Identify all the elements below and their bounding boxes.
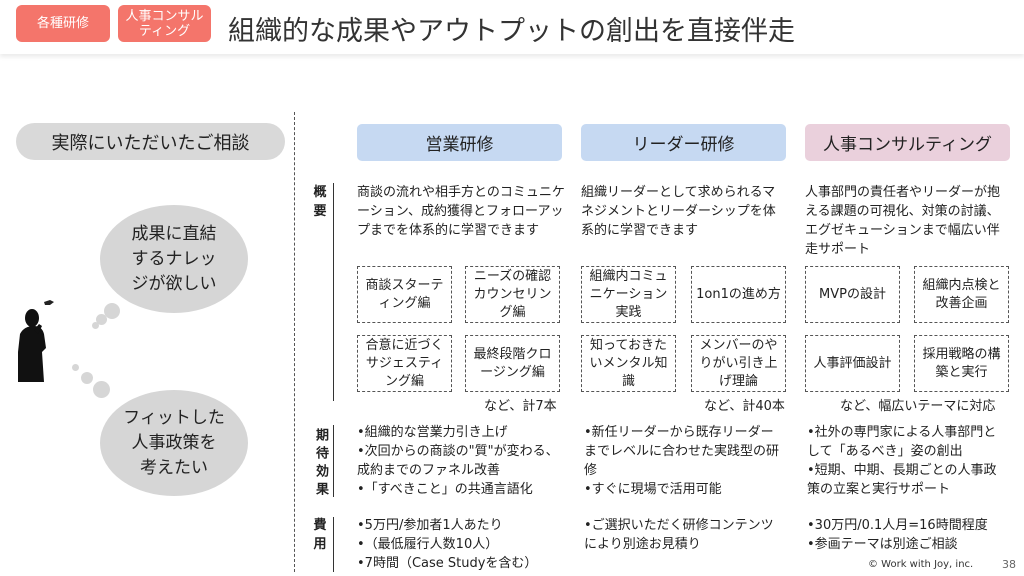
label-char: 費 [313, 518, 327, 533]
course-count-note: など、幅広いテーマに対応 [840, 399, 996, 414]
section-divider [294, 112, 295, 572]
effect-item: •すぐに現場で活用可能 [584, 482, 722, 497]
thought-bubble-dot [104, 303, 120, 319]
overview-text: 組織リーダーとして求められるマネジメントとリーダーシップを体系的に学習できます [581, 185, 776, 238]
effect-item: •社外の専門家による人事部門として「あるべき」姿の創出 [807, 425, 997, 459]
course-box: 人事評価設計 [805, 335, 900, 392]
label-char: 要 [313, 204, 327, 219]
thought-cloud-hr-policy: フィットした 人事政策を 考えたい [100, 390, 248, 496]
course-box: ニーズの確認カウンセリング編 [465, 266, 560, 323]
label-char: 用 [313, 537, 327, 552]
thought-cloud-knowledge: 成果に直結 するナレッ ジが欲しい [100, 205, 248, 313]
course-box: 合意に近づくサジェスティング編 [357, 335, 452, 392]
row-line-overview [333, 183, 334, 401]
course-box: 組織内点検と改善企画 [914, 266, 1009, 323]
cost-item: •5万円/参加者1人あたり [357, 518, 503, 533]
effect-item: •組織的な営業力引き上げ [357, 425, 508, 440]
row-label-cost: 費用 [312, 516, 328, 554]
column-header-leader-training: リーダー研修 [581, 124, 786, 161]
cost-item: •ご選択いただく研修コンテンツにより別途お見積り [584, 518, 774, 552]
row-line-cost [333, 517, 334, 572]
effect-item: •次回からの商談の"質"が変わる、成約までのファネル改善 [357, 444, 559, 478]
thought-line: ジが欲しい [131, 273, 217, 294]
thought-bubble-dot [92, 322, 99, 329]
cost-item: •参画テーマは別途ご相談 [807, 537, 958, 552]
course-box: 採用戦略の構築と実行 [914, 335, 1009, 392]
course-box: 1on1の進め方 [691, 266, 786, 323]
cost-item: •7時間（Case Studyを含む） [357, 556, 538, 571]
row-label-effect: 期待効果 [313, 428, 328, 500]
cost-item: •30万円/0.1人月=16時間程度 [807, 518, 988, 533]
category-tag-training: 各種研修 [16, 5, 110, 42]
thought-line: 考えたい [140, 457, 208, 478]
course-box: メンバーのやりがい引き上げ理論 [691, 335, 786, 392]
category-tag-hr-consulting: 人事コンサルティング [118, 5, 211, 42]
tag-label-line: 人事コンサル [125, 8, 204, 24]
thought-bubble-dot [93, 381, 110, 398]
course-box: 最終段階クロージング編 [465, 335, 560, 392]
thought-line: 成果に直結 [131, 223, 217, 244]
overview-text: 人事部門の責任者やリーダーが抱える課題の可視化、対策の討議、エグゼキューションま… [805, 185, 1001, 257]
label-char: 概 [313, 185, 327, 200]
thinking-person-icon [18, 300, 54, 382]
copyright: © Work with Joy, inc. [868, 559, 974, 570]
course-count-note: など、計40本 [704, 399, 785, 414]
thought-bubble-dot [72, 364, 79, 371]
cost-list: •5万円/参加者1人あたり •（最低履行人数10人） •7時間（Case Stu… [357, 516, 567, 573]
column-header-hr-consulting: 人事コンサルティング [805, 124, 1010, 161]
course-box: 組織内コミュニケーション実践 [581, 266, 676, 323]
consultation-heading: 実際にいただいたご相談 [16, 123, 285, 160]
thought-bubble-dot [96, 314, 107, 325]
thought-line: 人事政策を [131, 432, 217, 453]
row-label-overview: 概要 [312, 183, 328, 221]
effect-item: •短期、中期、長期ごとの人事政策の立案と実行サポート [807, 463, 997, 497]
cost-item: •（最低履行人数10人） [357, 537, 499, 552]
effects-list: •組織的な営業力引き上げ •次回からの商談の"質"が変わる、成約までのファネル改… [357, 423, 562, 499]
row-line-effect [333, 425, 334, 497]
course-box: 商談スターティング編 [357, 266, 452, 323]
effect-item: •「すべきこと」の共通言語化 [357, 482, 533, 497]
tag-label: 各種研修 [36, 16, 89, 31]
cost-list: •ご選択いただく研修コンテンツにより別途お見積り [584, 516, 784, 554]
thought-bubble-dot [81, 372, 93, 384]
tag-label-line: ティング [138, 23, 191, 39]
effects-list: •新任リーダーから既存リーダーまでレベルに合わせた実践型の研修 •すぐに現場で活… [584, 423, 784, 499]
course-box: 知っておきたいメンタル知識 [581, 335, 676, 392]
course-count-note: など、計7本 [484, 399, 557, 414]
course-box: MVPの設計 [805, 266, 900, 323]
page-title: 組織的な成果やアウトプットの創出を直接伴走 [228, 16, 795, 47]
thought-line: するナレッ [131, 248, 217, 269]
effects-list: •社外の専門家による人事部門として「あるべき」姿の創出 •短期、中期、長期ごとの… [807, 423, 1007, 499]
column-header-sales-training: 営業研修 [357, 124, 562, 161]
effect-item: •新任リーダーから既存リーダーまでレベルに合わせた実践型の研修 [584, 425, 780, 478]
cost-list: •30万円/0.1人月=16時間程度 •参画テーマは別途ご相談 [807, 516, 1007, 554]
page-number: 38 [1002, 558, 1016, 571]
thought-line: フィットした [123, 407, 225, 428]
overview-text: 商談の流れや相手方とのコミュニケーション、成約獲得とフォローアップまでを体系的に… [357, 185, 565, 238]
